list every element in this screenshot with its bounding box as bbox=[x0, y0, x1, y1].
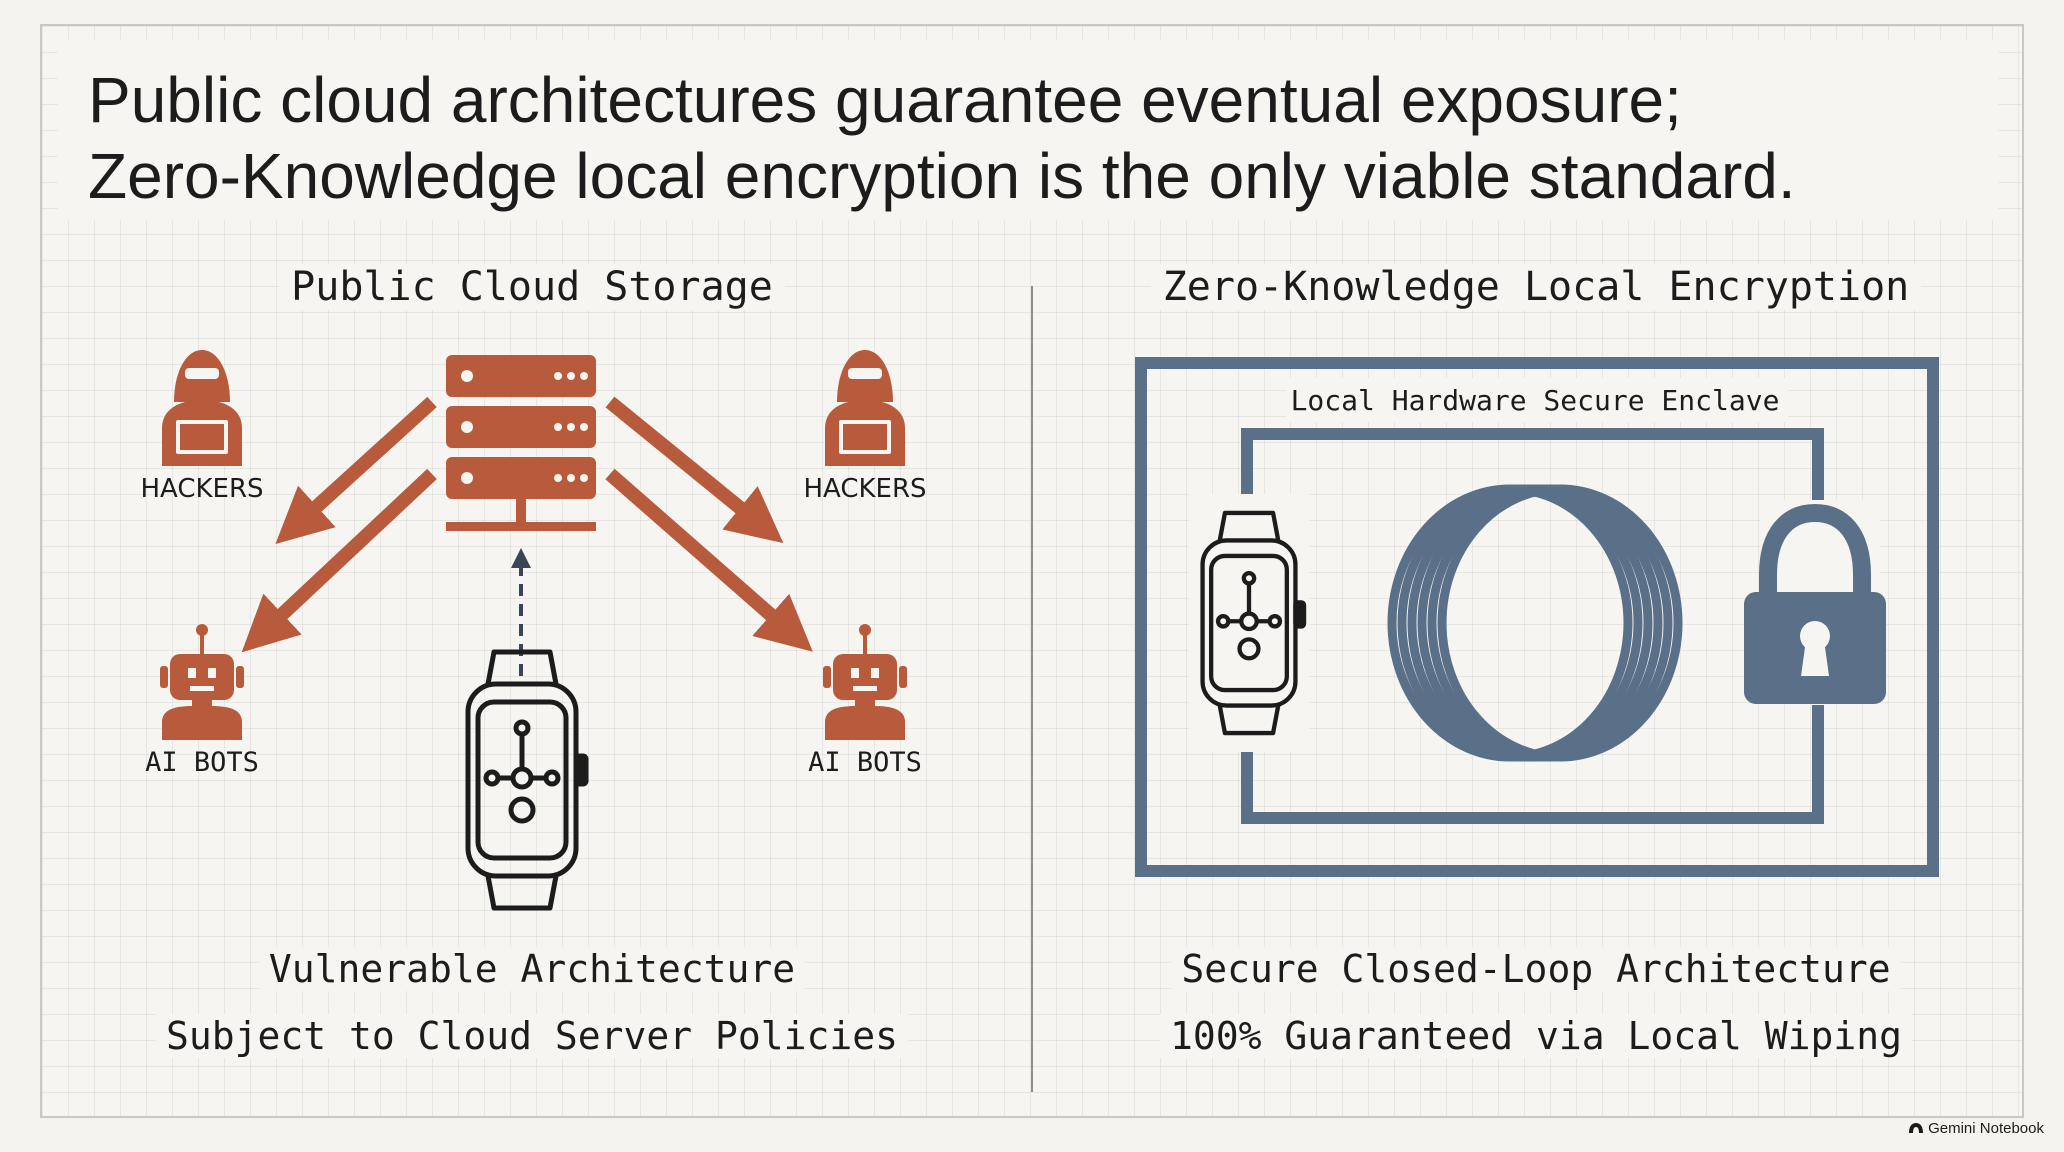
encryption-rings-icon bbox=[1387, 484, 1683, 762]
left-caption-1-row: Vulnerable Architecture bbox=[132, 944, 932, 994]
robot-icon bbox=[823, 624, 907, 740]
server-icon bbox=[446, 355, 596, 531]
title-line-2: Zero-Knowledge local encryption is the o… bbox=[88, 140, 1796, 212]
right-caption-1: Secure Closed-Loop Architecture bbox=[1171, 947, 1901, 991]
right-caption-2: 100% Guaranteed via Local Wiping bbox=[1159, 1014, 1913, 1058]
notebook-icon bbox=[1908, 1123, 1923, 1133]
title-background bbox=[58, 40, 1998, 220]
right-heading: Zero-Knowledge Local Encryption bbox=[1086, 262, 1986, 312]
exposure-arrows bbox=[241, 396, 813, 653]
robot-icon bbox=[160, 624, 244, 740]
slide-title: Public cloud architectures guarantee eve… bbox=[88, 62, 1988, 214]
title-line-1: Public cloud architectures guarantee eve… bbox=[88, 64, 1682, 136]
left-caption-2-row: Subject to Cloud Server Policies bbox=[132, 1011, 932, 1061]
hacker-icon bbox=[162, 350, 242, 466]
inner-loop-border bbox=[1241, 428, 1824, 824]
arrow-to-bots-right bbox=[605, 468, 813, 652]
arrow-to-hackers-left bbox=[275, 396, 437, 545]
left-caption-2: Subject to Cloud Server Policies bbox=[155, 1014, 909, 1058]
smartwatch-icon bbox=[465, 649, 589, 911]
lock-icon bbox=[1744, 500, 1886, 704]
arrow-to-bots-left bbox=[241, 468, 437, 653]
right-caption-2-row: 100% Guaranteed via Local Wiping bbox=[1086, 1011, 1986, 1061]
hackers-left-label: HACKERS bbox=[140, 474, 263, 504]
hacker-icon bbox=[825, 350, 905, 466]
outer-enclave-border bbox=[1135, 357, 1939, 877]
enclave-label-bg bbox=[1286, 378, 1788, 422]
panel-divider bbox=[1031, 286, 1033, 1092]
left-heading: Public Cloud Storage bbox=[132, 262, 932, 312]
left-caption-1: Vulnerable Architecture bbox=[258, 947, 806, 991]
right-heading-text: Zero-Knowledge Local Encryption bbox=[1150, 264, 1922, 310]
right-caption-1-row: Secure Closed-Loop Architecture bbox=[1086, 944, 1986, 994]
hackers-right-label: HACKERS bbox=[803, 474, 926, 504]
brand-label: Gemini Notebook bbox=[1928, 1120, 2044, 1137]
enclave-label: Local Hardware Secure Enclave bbox=[1291, 384, 1780, 417]
gemini-notebook-badge: Gemini Notebook bbox=[1908, 1118, 2044, 1140]
arrow-to-hackers-right bbox=[605, 396, 784, 544]
bots-right-label: AI BOTS bbox=[808, 747, 922, 778]
bots-left-label: AI BOTS bbox=[145, 747, 259, 778]
smartwatch-icon bbox=[1188, 494, 1310, 752]
left-heading-text: Public Cloud Storage bbox=[279, 264, 785, 310]
